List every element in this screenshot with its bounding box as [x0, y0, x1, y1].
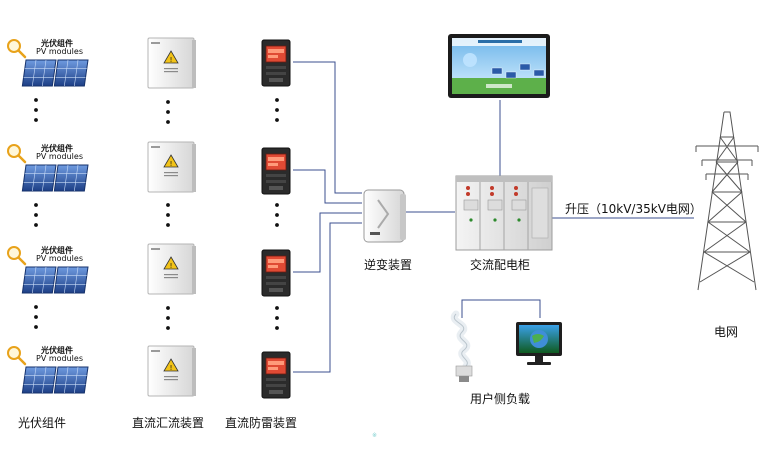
- pv-subtitle-1: PV modules: [36, 47, 83, 56]
- dc-cable-4: [293, 222, 362, 373]
- pv-subtitle-2: PV modules: [36, 152, 83, 161]
- monitoring-screen-icon: [448, 34, 550, 98]
- dc-cable-3: [293, 212, 362, 273]
- pv-subtitle-4: PV modules: [36, 354, 83, 363]
- combiner-box-2: [147, 141, 197, 193]
- inverter-label: 逆变装置: [364, 258, 413, 272]
- magnifier-icon-3: [6, 245, 27, 266]
- step-up-label: 升压（10kV/35kV电网）: [565, 202, 702, 216]
- grid-label: 电网: [714, 325, 739, 339]
- pv-panel-left-1: [21, 59, 57, 87]
- pv-panel-left-2: [21, 164, 57, 192]
- spd-device-1: [261, 39, 291, 87]
- combiner-box-3: [147, 243, 197, 295]
- spd-device-3: [261, 249, 291, 297]
- pv-column-label: 光伏组件: [18, 416, 67, 430]
- pv-panel-right-2: [53, 164, 89, 192]
- dc-cable-2: [293, 169, 362, 204]
- pv-title-4: 光伏组件: [41, 346, 73, 355]
- pv-title-2: 光伏组件: [41, 144, 73, 153]
- pv-panel-right-3: [53, 266, 89, 294]
- pv-title-3: 光伏组件: [41, 246, 73, 255]
- combiner-box-1: [147, 37, 197, 89]
- pv-dots-3: [34, 305, 38, 329]
- spd-dots-3: [275, 306, 279, 330]
- inverter-icon: [363, 189, 406, 243]
- magnifier-icon-1: [6, 38, 27, 59]
- ac-cabinet-label: 交流配电柜: [470, 258, 531, 272]
- desktop-monitor-icon: [516, 322, 562, 365]
- transmission-tower-icon: [695, 111, 759, 291]
- pv-panel-left-3: [21, 266, 57, 294]
- pv-panel-right-1: [53, 59, 89, 87]
- pv-dots-1: [34, 98, 38, 122]
- spd-dots-2: [275, 203, 279, 227]
- load-label: 用户侧负载: [470, 392, 531, 406]
- pv-title-1: 光伏组件: [41, 39, 73, 48]
- magnifier-icon-4: [6, 345, 27, 366]
- dc-cable-1: [293, 61, 362, 194]
- combiner-column-label: 直流汇流装置: [132, 416, 205, 430]
- combiner-dots-1: [166, 100, 170, 124]
- spd-device-4: [261, 351, 291, 399]
- decorative-mark: ※: [372, 432, 377, 439]
- pv-panel-right-4: [53, 366, 89, 394]
- load-cable: [461, 299, 541, 318]
- pv-panel-left-4: [21, 366, 57, 394]
- combiner-dots-2: [166, 203, 170, 227]
- spd-dots-1: [275, 98, 279, 122]
- combiner-dots-3: [166, 306, 170, 330]
- ac-cabinet-icon: [455, 175, 553, 251]
- pv-dots-2: [34, 203, 38, 227]
- spd-column-label: 直流防雷装置: [225, 416, 298, 430]
- pv-subtitle-3: PV modules: [36, 254, 83, 263]
- magnifier-icon-2: [6, 143, 27, 164]
- combiner-box-4: [147, 345, 197, 397]
- spd-device-2: [261, 147, 291, 195]
- cfl-lamp-icon: [450, 310, 473, 382]
